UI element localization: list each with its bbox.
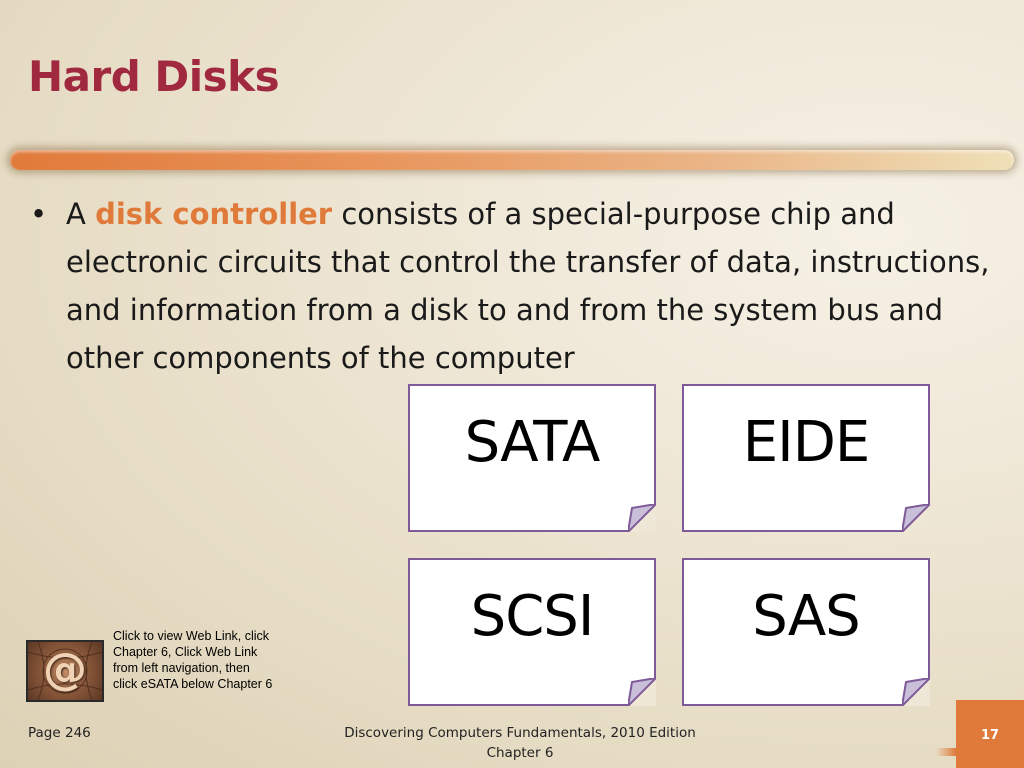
corner-accent [936,748,956,756]
card-sata: SATA [408,384,656,532]
page-fold-icon [628,504,656,532]
bullet-marker: • [30,197,48,231]
footer-book-title: Discovering Computers Fundamentals, 2010… [344,725,696,741]
card-scsi: SCSI [408,558,656,706]
card-label: SCSI [470,584,595,649]
web-link-button[interactable]: @ [26,640,104,702]
slide-number: 17 [980,728,1000,743]
footer: Discovering Computers Fundamentals, 2010… [320,723,720,763]
card-label: SATA [464,410,601,475]
bullet-text: A disk controller consists of a special-… [30,190,1000,382]
at-sign-icon: @ [43,644,87,695]
slide-title: Hard Disks [28,52,280,101]
bullet-point: • A disk controller consists of a specia… [30,190,1000,382]
web-link-pattern [28,642,102,700]
bullet-prefix: A [66,197,96,231]
title-divider [10,150,1014,170]
web-link-instructions: Click to view Web Link, click Chapter 6,… [113,629,273,691]
highlight-term: disk controller [95,197,333,231]
card-eide: EIDE [682,384,930,532]
page-fold-icon [902,504,930,532]
card-sas: SAS [682,558,930,706]
page-reference: Page 246 [28,725,91,741]
bullet-rest: consists of a special-purpose chip and e… [66,197,990,375]
page-fold-icon [902,678,930,706]
page-fold-icon [628,678,656,706]
card-label: SAS [752,584,860,649]
slide-number-box: 17 [956,700,1024,768]
footer-chapter: Chapter 6 [486,745,554,761]
card-label: EIDE [742,410,870,475]
